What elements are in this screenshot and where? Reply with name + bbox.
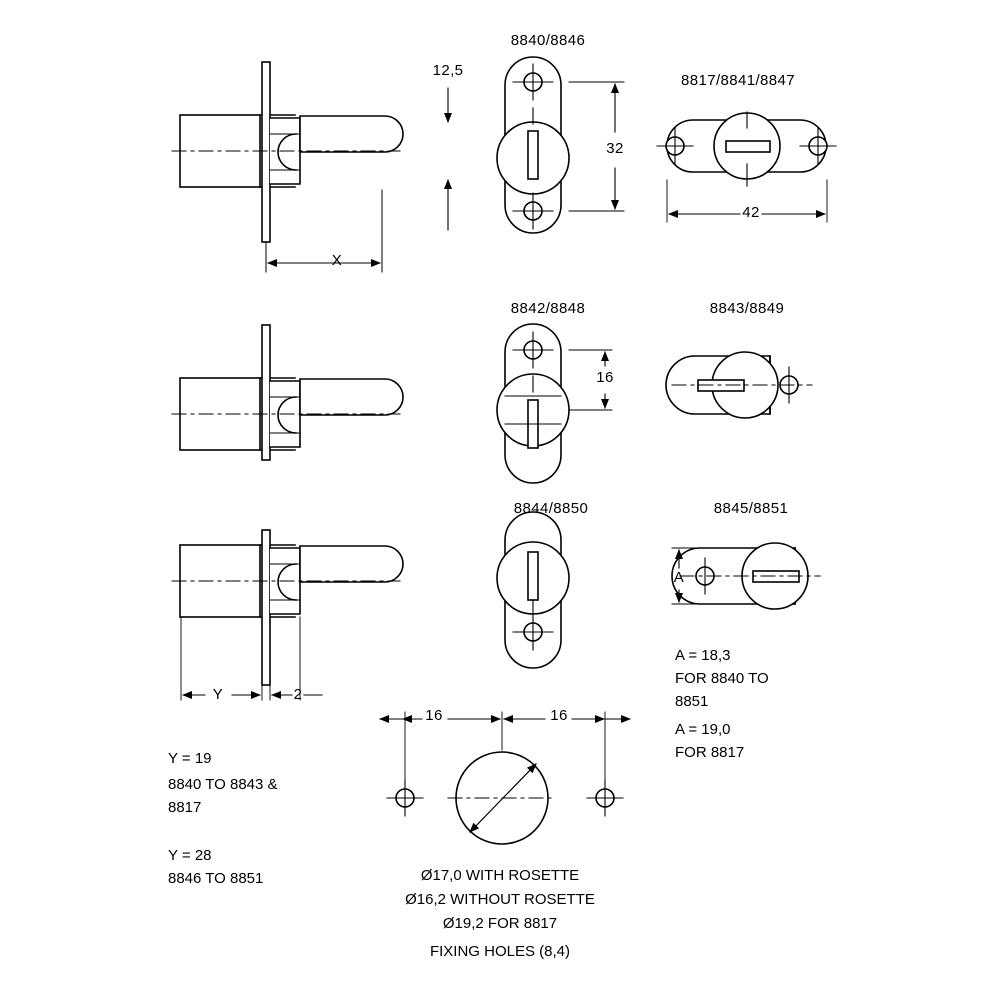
row1-dim-thickness-label: 12,5 [432, 62, 464, 79]
row2-side-elevation [171, 324, 404, 461]
row3-side-label: 8845/8851 [713, 500, 789, 517]
notes-right-line1: A = 18,3 [675, 647, 731, 664]
row3-front-view [496, 511, 570, 669]
notes-right-line2: FOR 8840 TO [675, 670, 769, 687]
row2-front-view [496, 323, 570, 484]
row3-front-label: 8844/8850 [513, 500, 589, 517]
row1-front-view [496, 56, 570, 234]
row1-front-label: 8840/8846 [510, 32, 586, 49]
row1-side-label: 8817/8841/8847 [680, 72, 796, 89]
notes-right-line5: FOR 8817 [675, 744, 745, 761]
row1-side-view [656, 111, 837, 187]
row3-dim-2-label: 2 [293, 686, 303, 703]
notes-left-line1: Y = 19 [168, 750, 212, 767]
hole-dim-left-label: 16 [425, 707, 443, 724]
row1-dim-height [568, 81, 625, 212]
hole-note-4: FIXING HOLES (8,4) [429, 943, 571, 960]
notes-left-line2: 8840 TO 8843 & [168, 776, 278, 793]
row3-dim-a-label: A [673, 569, 685, 586]
row1-dim-x-label: X [331, 252, 343, 269]
row1-dim-width [666, 179, 828, 223]
notes-left-line5: 8846 TO 8851 [168, 870, 264, 887]
hole-note-3: Ø19,2 FOR 8817 [442, 915, 558, 932]
row3-side-elevation [171, 529, 404, 701]
row3-side-view [671, 542, 821, 610]
notes-right-line3: 8851 [675, 693, 709, 710]
hole-dim-right-label: 16 [550, 707, 568, 724]
hole-detail [379, 711, 631, 845]
notes-left-line3: 8817 [168, 799, 202, 816]
notes-left-line4: Y = 28 [168, 847, 212, 864]
row3-dim-y-label: Y [212, 686, 224, 703]
row2-front-label: 8842/8848 [510, 300, 586, 317]
row2-side-view [665, 351, 813, 419]
row1-dim-height-label: 32 [606, 140, 624, 157]
hole-note-2: Ø16,2 WITHOUT ROSETTE [405, 891, 595, 908]
notes-right-line4: A = 19,0 [675, 721, 731, 738]
row1-dim-x [265, 189, 383, 273]
row1-dim-width-label: 42 [742, 204, 760, 221]
row1-side-elevation [171, 61, 404, 243]
hole-note-1: Ø17,0 WITH ROSETTE [420, 867, 580, 884]
row2-dim-height [568, 349, 613, 411]
row2-side-label: 8843/8849 [709, 300, 785, 317]
row2-dim-height-label: 16 [596, 369, 614, 386]
